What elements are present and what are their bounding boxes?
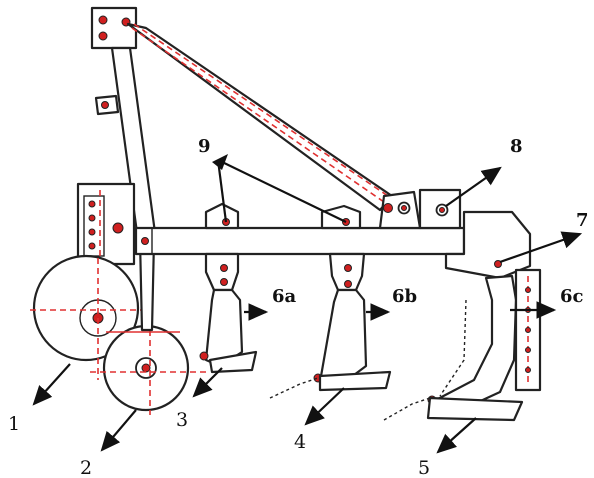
tine-1: [199, 202, 258, 374]
label-1: 1: [8, 413, 20, 435]
label-9: 9: [198, 136, 211, 157]
label-8: 8: [510, 136, 523, 157]
label-6a: 6a: [272, 286, 297, 307]
tine-2: [269, 204, 392, 399]
label-6b: 6b: [392, 286, 417, 307]
part-labels: 1 2 3 4 5 6a 6b 6c 7 8 9: [8, 136, 589, 478]
depth-wheel: [90, 238, 210, 415]
label-2: 2: [80, 457, 92, 478]
top-bracket: [378, 188, 462, 230]
label-3: 3: [176, 409, 188, 431]
label-7: 7: [576, 210, 589, 231]
label-4: 4: [294, 431, 306, 453]
leader-arrows: [32, 154, 583, 454]
label-6c: 6c: [560, 286, 584, 307]
label-5: 5: [418, 457, 430, 478]
diagonal-brace: [126, 22, 394, 212]
main-beam: [134, 226, 466, 256]
hitch-mast: [90, 6, 158, 242]
coulter-disc: [30, 254, 150, 380]
rear-tine: [383, 210, 542, 422]
